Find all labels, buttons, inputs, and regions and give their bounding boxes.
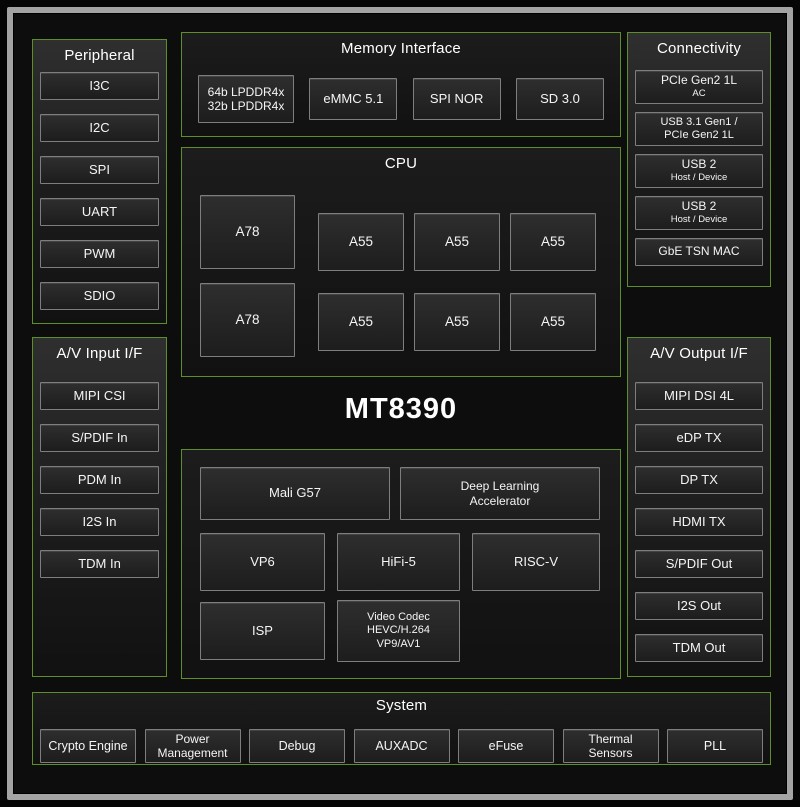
block-usb2-a-line2: Host / Device [670,171,728,183]
memory-title: Memory Interface [341,40,461,57]
block-pcie-line2: AC [692,87,706,99]
block-pcie-line1: PCIe Gen2 1L [660,73,738,88]
block-dla-line2: Accelerator [469,493,531,508]
block-thermal-line2: Sensors [588,746,633,760]
block-spdif-out: S/PDIF Out [635,550,763,578]
block-usb31-line2: PCIe Gen2 1L [664,129,734,141]
connectivity-list: PCIe Gen2 1L AC USB 3.1 Gen1 / PCIe Gen2… [628,70,770,266]
panel-system: System Crypto Engine Power Management De… [32,692,771,765]
block-spi-nor: SPI NOR [412,78,501,120]
block-tdm-in: TDM In [40,550,159,578]
block-power-line1: Power [175,731,210,746]
block-a55-3: A55 [318,293,404,351]
block-pwm: PWM [40,240,159,268]
block-i3c: I3C [40,72,159,100]
block-uart: UART [40,198,159,226]
block-i2s-out: I2S Out [635,592,763,620]
block-power-management: Power Management [144,729,241,763]
av-output-list: MIPI DSI 4L eDP TX DP TX HDMI TX S/PDIF … [628,382,770,662]
system-title: System [375,697,428,714]
panel-connectivity: Connectivity PCIe Gen2 1L AC USB 3.1 Gen… [627,32,771,287]
block-efuse: eFuse [458,729,554,763]
block-a55-5: A55 [510,293,596,351]
peripheral-title: Peripheral [64,47,135,64]
block-a55-0: A55 [318,213,404,271]
block-a78-0: A78 [200,195,295,269]
panel-peripheral: Peripheral I3C I2C SPI UART PWM SDIO [32,39,167,324]
metal-frame: Peripheral I3C I2C SPI UART PWM SDIO A/V… [7,7,793,800]
panel-av-output: A/V Output I/F MIPI DSI 4L eDP TX DP TX … [627,337,771,677]
block-codec-line2: HEVC/H.264 [367,624,430,637]
block-lpddr-line2: 32b LPDDR4x [207,99,285,113]
block-sd: SD 3.0 [515,78,604,120]
block-lpddr: 64b LPDDR4x 32b LPDDR4x [198,75,294,123]
block-a55-4: A55 [414,293,500,351]
block-i2s-in: I2S In [40,508,159,536]
av-input-list: MIPI CSI S/PDIF In PDM In I2S In TDM In [33,382,166,578]
av-input-title: A/V Input I/F [56,345,143,362]
block-emmc: eMMC 5.1 [309,78,398,120]
panel-cpu: CPU A78 A78 A55 A55 A55 A55 A55 A55 [181,147,621,377]
block-spi: SPI [40,156,159,184]
block-hifi5: HiFi-5 [337,533,460,591]
block-mipi-csi: MIPI CSI [40,382,159,410]
block-usb2-b-line2: Host / Device [670,213,728,225]
block-pll: PLL [667,729,763,763]
block-a55-2: A55 [510,213,596,271]
block-crypto-engine: Crypto Engine [40,729,136,763]
cpu-title: CPU [384,155,418,172]
block-power-line2: Management [157,746,228,760]
block-codec-line1: Video Codec [367,611,430,624]
board: Peripheral I3C I2C SPI UART PWM SDIO A/V… [13,13,787,794]
block-edp-tx: eDP TX [635,424,763,452]
block-usb31-pcie: USB 3.1 Gen1 / PCIe Gen2 1L [635,112,763,146]
block-gbe-tsn-mac: GbE TSN MAC [635,238,763,266]
block-debug: Debug [249,729,345,763]
block-deep-learning-accelerator: Deep Learning Accelerator [400,467,600,520]
block-dla-line1: Deep Learning [460,479,540,494]
block-thermal-sensors: Thermal Sensors [562,729,659,763]
block-riscv: RISC-V [472,533,600,591]
block-pdm-in: PDM In [40,466,159,494]
block-video-codec: Video Codec HEVC/H.264 VP9/AV1 [337,600,460,662]
block-usb2-a-line1: USB 2 [681,157,717,172]
block-a55-1: A55 [414,213,500,271]
panel-av-input: A/V Input I/F MIPI CSI S/PDIF In PDM In … [32,337,167,677]
block-thermal-line1: Thermal [588,731,633,746]
peripheral-list: I3C I2C SPI UART PWM SDIO [33,72,166,310]
block-a78-1: A78 [200,283,295,357]
block-mipi-dsi: MIPI DSI 4L [635,382,763,410]
panel-memory-interface: Memory Interface 64b LPDDR4x 32b LPDDR4x… [181,32,621,137]
system-block-row: Crypto Engine Power Management Debug AUX… [40,729,763,763]
block-lpddr-line1: 64b LPDDR4x [207,84,285,99]
block-usb2-b-line1: USB 2 [681,199,717,214]
block-codec-line3: VP9/AV1 [376,637,421,650]
av-output-title: A/V Output I/F [650,345,748,362]
block-hdmi-tx: HDMI TX [635,508,763,536]
block-sdio: SDIO [40,282,159,310]
block-isp: ISP [200,602,325,660]
block-mali-g57: Mali G57 [200,467,390,520]
block-usb31-line1: USB 3.1 Gen1 / [660,115,738,128]
block-dp-tx: DP TX [635,466,763,494]
panel-media: Mali G57 Deep Learning Accelerator VP6 H… [181,449,621,679]
block-i2c: I2C [40,114,159,142]
block-tdm-out: TDM Out [635,634,763,662]
chip-name-label: MT8390 [344,393,458,425]
memory-block-row: 64b LPDDR4x 32b LPDDR4x eMMC 5.1 SPI NOR… [198,75,604,123]
block-usb2-b: USB 2 Host / Device [635,196,763,230]
block-spdif-in: S/PDIF In [40,424,159,452]
block-vp6: VP6 [200,533,325,591]
block-pcie-gen2: PCIe Gen2 1L AC [635,70,763,104]
block-auxadc: AUXADC [353,729,450,763]
connectivity-title: Connectivity [656,40,742,57]
block-usb2-a: USB 2 Host / Device [635,154,763,188]
